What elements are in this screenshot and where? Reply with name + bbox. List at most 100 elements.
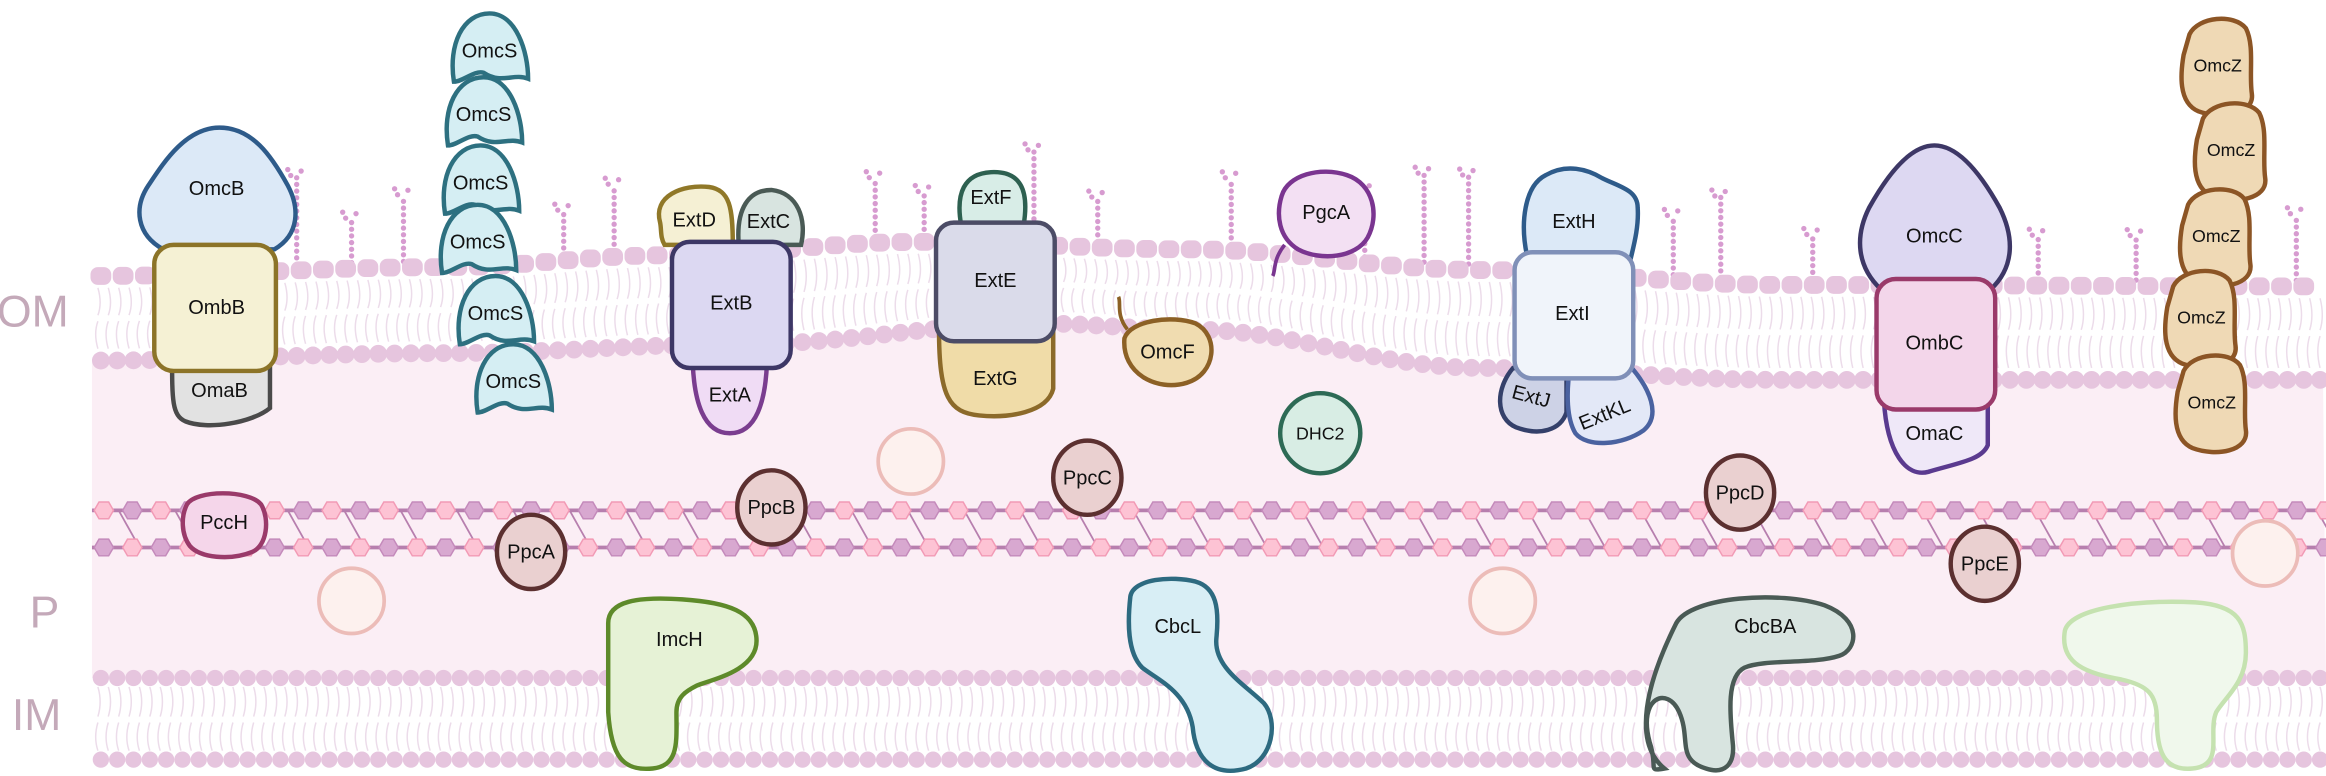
sugar-hexagon bbox=[1261, 501, 1283, 520]
lipid-head bbox=[1512, 669, 1529, 687]
sugar bbox=[1465, 227, 1472, 234]
lipid-head bbox=[1397, 352, 1416, 371]
sugar-hexagon bbox=[1147, 538, 1169, 557]
sugar bbox=[1465, 174, 1472, 180]
lipid-head bbox=[272, 669, 289, 687]
lipid-tail bbox=[437, 686, 444, 751]
sugar-hexagon bbox=[606, 501, 628, 520]
lipid-head bbox=[843, 669, 860, 687]
lipid-head bbox=[255, 669, 273, 687]
lipid-tail bbox=[1673, 292, 1680, 365]
lipid-tail bbox=[1486, 686, 1493, 751]
lipid-tail bbox=[323, 281, 330, 344]
sugar bbox=[1722, 188, 1728, 195]
peptide-crosslink bbox=[1188, 509, 1212, 548]
lipid-head bbox=[157, 669, 175, 687]
lipid-tail bbox=[1050, 686, 1057, 751]
lipid-head bbox=[2018, 669, 2035, 687]
lipid-head bbox=[2115, 370, 2134, 389]
lipid-tail bbox=[1029, 686, 1036, 751]
lipid-tail bbox=[437, 278, 444, 342]
lipid-head bbox=[125, 751, 142, 768]
lipid-head bbox=[1398, 751, 1415, 768]
lipid-tail bbox=[541, 273, 548, 340]
lipid-head bbox=[468, 751, 485, 768]
lipid-head bbox=[533, 751, 550, 768]
omcs-body bbox=[444, 74, 525, 148]
lipid-head bbox=[1642, 366, 1660, 385]
lipid-head bbox=[1039, 751, 1056, 768]
extd bbox=[656, 184, 736, 248]
sugar-hexagon bbox=[691, 538, 713, 557]
lipid-head bbox=[2070, 276, 2092, 295]
lipid-head bbox=[402, 751, 420, 768]
lipid-tail bbox=[728, 686, 735, 751]
sugar bbox=[400, 238, 407, 245]
lipid-tail bbox=[2285, 686, 2292, 751]
lipid-head bbox=[1104, 669, 1121, 687]
lipid-tail bbox=[915, 253, 922, 320]
sugar bbox=[872, 194, 878, 200]
sugar bbox=[1670, 245, 1676, 251]
ppca: PpcA bbox=[494, 512, 568, 592]
sugar bbox=[876, 170, 883, 176]
dhc2-label: DHC2 bbox=[1296, 423, 1344, 443]
sugar bbox=[1465, 221, 1472, 227]
sugar bbox=[1031, 209, 1037, 215]
lipid-tail bbox=[2234, 686, 2240, 751]
lipid-head bbox=[810, 669, 828, 687]
lipid-head bbox=[1855, 751, 1872, 768]
sugar-hexagon bbox=[919, 538, 941, 557]
lipid-head bbox=[1903, 751, 1921, 768]
sugar bbox=[2293, 244, 2300, 250]
sugar bbox=[1718, 261, 1724, 267]
sugar bbox=[2293, 271, 2300, 277]
sugar bbox=[611, 241, 617, 247]
lps-chain bbox=[863, 169, 883, 240]
lipid-head bbox=[1283, 669, 1301, 687]
sugar bbox=[1362, 247, 1368, 253]
sugar bbox=[1228, 195, 1234, 201]
lipid-head bbox=[602, 248, 624, 266]
lipid-head bbox=[1250, 325, 1269, 344]
sugar bbox=[1675, 208, 1681, 214]
sugar bbox=[921, 199, 927, 206]
omcz-label: OmcZ bbox=[2188, 392, 2237, 412]
sugar bbox=[1366, 183, 1372, 189]
lipid-tail bbox=[2005, 686, 2012, 751]
exta-label: ExtA bbox=[709, 384, 752, 406]
lipid-head bbox=[1403, 258, 1425, 277]
lipid-tail bbox=[2150, 297, 2157, 369]
lipid-head bbox=[1528, 751, 1545, 768]
lipid-head bbox=[1225, 241, 1247, 260]
sugar bbox=[921, 193, 927, 199]
lipid-head bbox=[1104, 751, 1121, 768]
sugar bbox=[1670, 231, 1676, 238]
lipid-tail bbox=[1351, 686, 1358, 751]
ombb bbox=[152, 242, 279, 374]
lipid-tail bbox=[468, 686, 475, 751]
sugar bbox=[1421, 192, 1427, 199]
lipid-tail bbox=[198, 686, 205, 751]
cbcl-label: CbcL bbox=[1154, 616, 1201, 638]
lipid-head bbox=[2067, 669, 2084, 687]
sugar bbox=[1421, 219, 1427, 225]
sugar bbox=[1031, 162, 1037, 169]
lipid-head bbox=[2050, 370, 2068, 389]
lipid-tail bbox=[1309, 268, 1316, 333]
sugar-hexagon bbox=[719, 538, 741, 557]
lipid-tail bbox=[157, 686, 164, 751]
exte bbox=[933, 220, 1057, 344]
sugar bbox=[1465, 247, 1472, 254]
lipid-tail bbox=[884, 254, 891, 323]
lipid-head bbox=[827, 751, 844, 768]
lps-chain bbox=[1801, 225, 1820, 282]
unlabeled-im-protein bbox=[2061, 599, 2249, 771]
lipid-head bbox=[450, 344, 469, 362]
lipid-head bbox=[134, 266, 156, 285]
lipid-tail bbox=[1465, 281, 1472, 357]
lipid-tail bbox=[302, 686, 309, 751]
sugar bbox=[863, 169, 869, 175]
lipid-head bbox=[778, 669, 795, 687]
sugar-hexagon bbox=[1545, 538, 1567, 557]
